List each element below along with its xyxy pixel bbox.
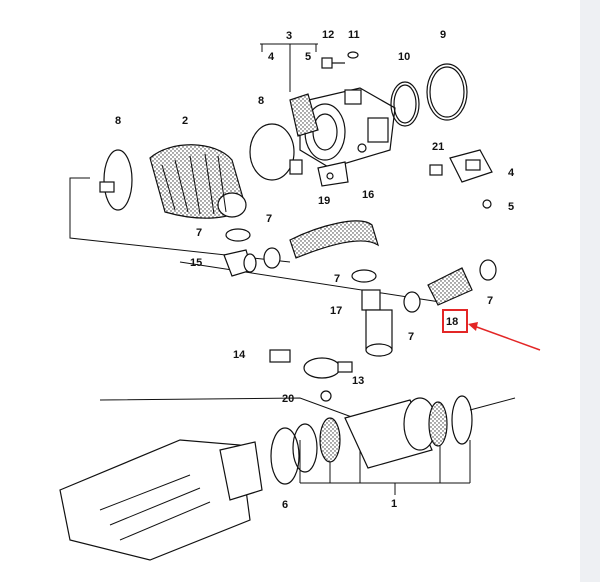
label-5-bracket: 5 <box>305 51 311 63</box>
label-9: 9 <box>440 29 446 41</box>
label-21: 21 <box>432 141 444 153</box>
air-box-housing <box>59 439 263 561</box>
part-6-ring <box>270 427 300 485</box>
label-20: 20 <box>282 393 294 405</box>
label-11: 11 <box>348 29 360 41</box>
part-16-hose <box>289 220 380 259</box>
part-13-clamp <box>303 357 353 379</box>
part-9-gasket <box>426 63 468 121</box>
label-10: 10 <box>398 51 410 63</box>
part-7-clamps <box>225 228 497 313</box>
label-18: 18 <box>446 316 458 328</box>
label-1: 1 <box>391 498 397 510</box>
highlight-arrow <box>468 322 541 351</box>
part-labels: 3 4 5 12 11 10 9 8 2 8 21 4 5 19 16 7 7 … <box>115 29 515 511</box>
label-8-right: 8 <box>258 95 264 107</box>
frame-lines <box>69 43 516 495</box>
label-4-bracket: 4 <box>268 51 275 63</box>
label-8-left: 8 <box>115 115 121 127</box>
part-10-o-ring <box>390 81 420 127</box>
label-7-e: 7 <box>408 331 414 343</box>
part-20-nut <box>320 390 332 402</box>
part-19-bracket <box>317 161 349 187</box>
label-2: 2 <box>182 115 188 127</box>
label-3: 3 <box>286 30 292 42</box>
part-4-throttle-sensor <box>449 149 493 183</box>
part-17-idle-valve <box>361 289 393 357</box>
part-11-washer <box>347 51 359 59</box>
part-8-hose-clamp-right <box>249 123 303 181</box>
label-4: 4 <box>508 167 515 179</box>
part-18-hose <box>427 267 473 306</box>
label-12: 12 <box>322 29 334 41</box>
label-5: 5 <box>508 201 514 213</box>
part-8-hose-clamp-left <box>99 149 133 211</box>
part-12-screw <box>321 57 345 69</box>
side-scrollbar-area <box>580 0 600 582</box>
highlight-box-18 <box>442 309 468 333</box>
label-14: 14 <box>233 349 246 361</box>
label-7-a: 7 <box>196 227 202 239</box>
label-7-b: 7 <box>266 213 272 225</box>
label-7-c: 7 <box>334 273 340 285</box>
label-15: 15 <box>190 257 202 269</box>
part-1-air-flow-meter <box>292 395 473 473</box>
label-16: 16 <box>362 189 374 201</box>
label-17: 17 <box>330 305 342 317</box>
part-14-bolt <box>269 349 291 363</box>
part-2-intake-boot <box>149 144 247 219</box>
part-5-screw <box>482 199 492 209</box>
label-6: 6 <box>282 499 288 511</box>
label-7-d: 7 <box>487 295 493 307</box>
part-21-connector <box>429 164 443 176</box>
label-13: 13 <box>352 375 364 387</box>
part-15-elbow <box>223 249 257 277</box>
label-19: 19 <box>318 195 330 207</box>
part-3-throttle-body <box>289 87 396 169</box>
